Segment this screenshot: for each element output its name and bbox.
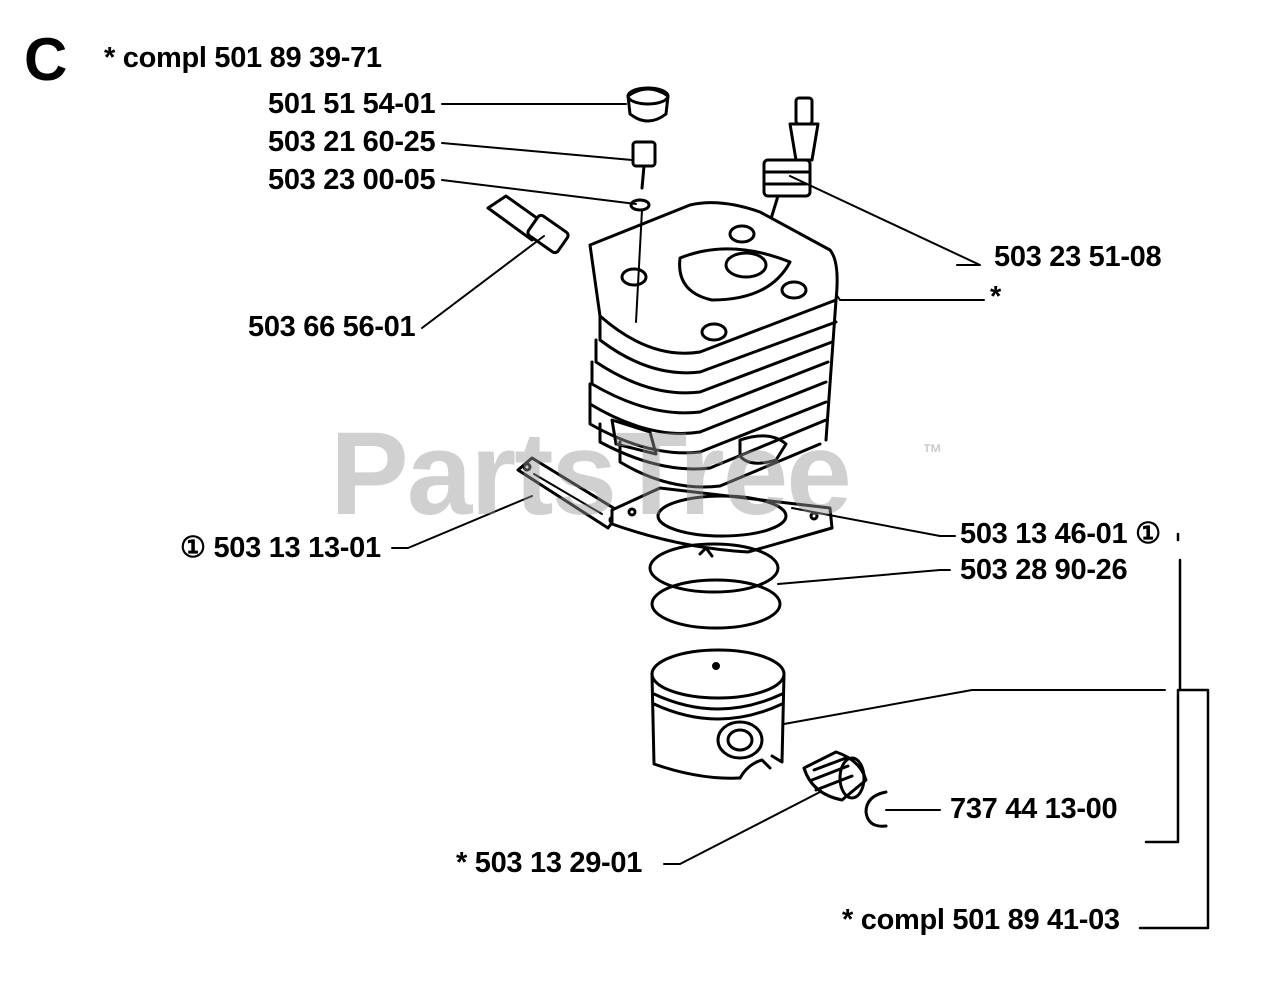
label-spark-plug[interactable]: 503 23 51-08 [994,241,1162,273]
label-cap[interactable]: 501 51 54-01 [268,88,436,120]
trademark-symbol: ™ [922,441,942,463]
label-valve[interactable]: 503 66 56-01 [248,311,416,343]
assembly-brackets [1138,532,1210,930]
partstree-watermark: PartsTree [330,408,852,540]
circlip-part [864,790,888,828]
label-gasket-left[interactable]: ① 503 13 13-01 [180,532,381,564]
label-cylinder-star[interactable]: * [990,281,1001,313]
needle-bearing-part [802,750,868,802]
label-screw[interactable]: 503 21 60-25 [268,126,436,158]
cap-part [626,86,670,123]
label-gasket-right[interactable]: 503 13 46-01 ① [960,518,1161,550]
leader-lines [391,103,1166,865]
label-rings[interactable]: 503 28 90-26 [960,554,1128,586]
piston-rings-part [648,542,782,630]
label-bearing[interactable]: * 503 13 29-01 [456,847,643,879]
piston-part [650,648,786,780]
spark-plug-part [762,96,820,224]
label-assembly-top[interactable]: * compl 501 89 39-71 [104,42,382,74]
label-assembly-bottom[interactable]: * compl 501 89 41-03 [842,904,1120,936]
section-letter: C [24,26,68,93]
cylinder-part [588,201,839,489]
label-washer[interactable]: 503 23 00-05 [268,164,436,196]
screw-part [631,140,657,190]
label-circlip[interactable]: 737 44 13-00 [950,793,1118,825]
washer-part [629,198,651,212]
valve-part [486,194,570,255]
